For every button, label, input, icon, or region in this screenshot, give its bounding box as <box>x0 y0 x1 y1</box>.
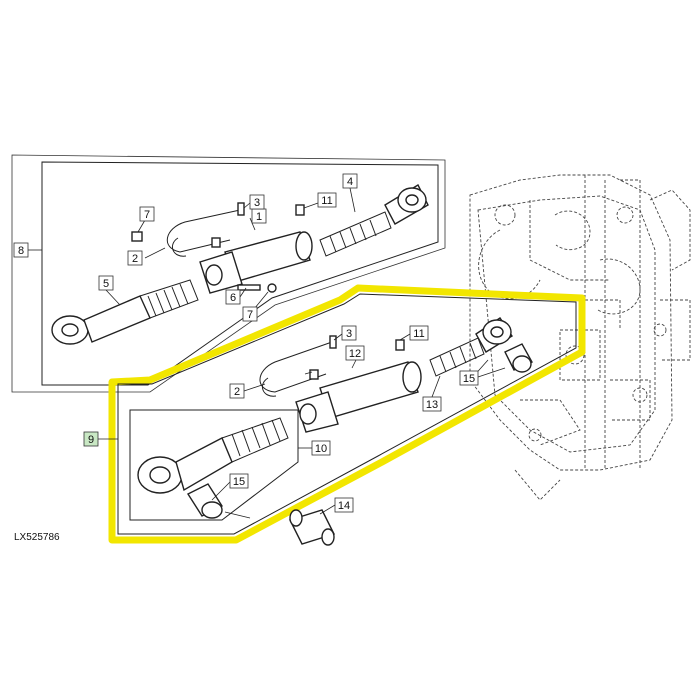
svg-text:14: 14 <box>338 500 350 512</box>
callout-9: 9 <box>83 431 99 447</box>
pin-14 <box>289 509 335 546</box>
upper-small-parts <box>131 204 305 293</box>
svg-text:8: 8 <box>18 245 24 257</box>
callout-14: 14 <box>334 497 354 513</box>
lower-leader-lines <box>211 333 506 519</box>
callout-3-lower: 3 <box>341 325 357 341</box>
svg-text:2: 2 <box>234 386 240 398</box>
svg-text:6: 6 <box>230 292 236 304</box>
callout-2-lower: 2 <box>229 383 245 399</box>
svg-text:15: 15 <box>463 373 475 385</box>
upper-retainer-clip <box>167 202 245 257</box>
lower-cylinder <box>295 361 422 433</box>
svg-text:2: 2 <box>132 253 138 265</box>
lower-bushing-15b <box>504 343 533 373</box>
upper-threaded-rod <box>319 211 392 257</box>
svg-text:7: 7 <box>144 209 150 221</box>
callout-4: 4 <box>342 173 358 189</box>
callout-2-upper: 2 <box>127 250 143 266</box>
upper-link-rod-end <box>51 279 199 345</box>
lower-bushing-15a <box>186 483 224 519</box>
lower-retainer-clip <box>259 335 337 397</box>
lower-threaded-rod <box>429 337 485 377</box>
svg-text:15: 15 <box>233 476 245 488</box>
callout-15-right: 15 <box>459 370 479 386</box>
callout-12: 12 <box>345 345 365 361</box>
svg-text:9: 9 <box>88 434 94 446</box>
svg-text:3: 3 <box>254 197 260 209</box>
callout-11-upper: 11 <box>317 192 337 208</box>
svg-text:5: 5 <box>103 278 109 290</box>
callout-15-left: 15 <box>229 473 249 489</box>
upper-eye-end <box>384 184 429 225</box>
svg-text:11: 11 <box>413 328 424 340</box>
tractor-frame-outline <box>469 174 691 501</box>
callout-11-lower: 11 <box>409 325 429 341</box>
lower-link-rod-end <box>137 417 289 494</box>
figure-code: LX525786 <box>14 532 60 543</box>
svg-text:3: 3 <box>346 328 352 340</box>
svg-text:13: 13 <box>426 399 438 411</box>
callout-7-lower: 7 <box>242 306 258 322</box>
upper-cylinder <box>199 231 313 294</box>
svg-text:1: 1 <box>256 211 262 223</box>
callout-8: 8 <box>13 242 29 258</box>
callout-5: 5 <box>98 275 114 291</box>
svg-text:7: 7 <box>247 309 253 321</box>
svg-text:4: 4 <box>347 176 353 188</box>
svg-text:12: 12 <box>349 348 361 360</box>
callout-3-upper: 3 <box>249 194 265 210</box>
callout-10: 10 <box>311 440 331 456</box>
svg-text:11: 11 <box>321 195 332 207</box>
callout-6: 6 <box>225 289 241 305</box>
lower-inner-box <box>129 409 312 521</box>
svg-text:10: 10 <box>315 443 327 455</box>
lower-assembly-highlight <box>98 284 586 544</box>
lower-eye-end <box>475 317 513 353</box>
callout-7-upper: 7 <box>139 206 155 222</box>
callout-1: 1 <box>251 208 267 224</box>
callout-13: 13 <box>422 396 442 412</box>
